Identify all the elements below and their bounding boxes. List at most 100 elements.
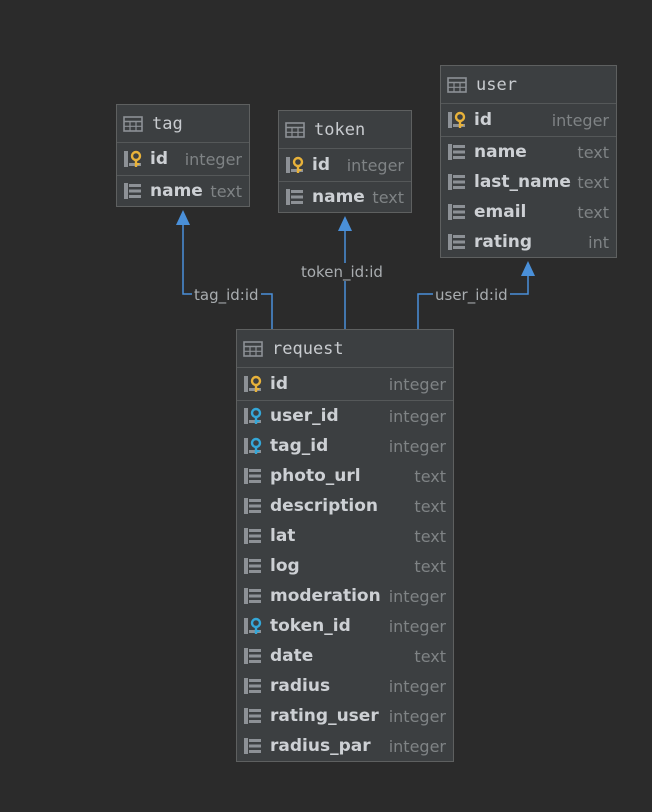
edge-label-user: user_id:id: [433, 286, 510, 304]
column-icon: [242, 526, 264, 546]
column-type: text: [414, 496, 446, 516]
arrowhead-tag: [176, 210, 190, 225]
table-title: request: [272, 338, 344, 359]
column-icon: [446, 232, 468, 252]
column-type: integer: [388, 406, 446, 426]
column-icon: [122, 181, 144, 201]
column-row-date[interactable]: date text: [237, 641, 453, 671]
column-icon: [242, 676, 264, 696]
column-icon: [446, 142, 468, 162]
table-title: user: [476, 74, 517, 95]
table-title: tag: [152, 113, 183, 134]
arrowhead-token: [338, 216, 352, 231]
column-row-last-name[interactable]: last_name text: [441, 167, 616, 197]
column-type: text: [210, 181, 242, 201]
column-name: last_name: [474, 172, 571, 192]
column-type: integer: [551, 110, 609, 130]
column-row-email[interactable]: email text: [441, 197, 616, 227]
column-icon: [242, 706, 264, 726]
table-icon: [284, 120, 306, 140]
column-name: log: [270, 556, 300, 576]
column-row-radius[interactable]: radius integer: [237, 671, 453, 701]
column-row-description[interactable]: description text: [237, 491, 453, 521]
column-type: text: [414, 646, 446, 666]
column-name: photo_url: [270, 466, 361, 486]
column-row-rating[interactable]: rating int: [441, 227, 616, 257]
column-icon: [242, 496, 264, 516]
column-name: tag_id: [270, 436, 329, 456]
column-row-name[interactable]: name text: [117, 176, 249, 206]
column-row-name[interactable]: name text: [441, 137, 616, 167]
column-type: integer: [388, 706, 446, 726]
table-icon: [242, 339, 264, 359]
column-name: token_id: [270, 616, 351, 636]
column-type: text: [577, 202, 609, 222]
column-type: text: [372, 187, 404, 207]
column-name: id: [270, 374, 288, 394]
column-icon: [284, 187, 306, 207]
column-row-tag-id[interactable]: tag_id integer: [237, 431, 453, 461]
column-row-token-id[interactable]: token_id integer: [237, 611, 453, 641]
column-type: integer: [388, 586, 446, 606]
column-type: integer: [388, 616, 446, 636]
column-name: name: [312, 187, 365, 207]
table-header[interactable]: request: [237, 330, 453, 368]
column-name: name: [474, 142, 527, 162]
column-name: user_id: [270, 406, 339, 426]
column-name: name: [150, 181, 203, 201]
table-header[interactable]: user: [441, 66, 616, 104]
column-type: integer: [388, 676, 446, 696]
table-icon: [122, 114, 144, 134]
table-title: token: [314, 119, 366, 140]
column-type: text: [577, 142, 609, 162]
column-name: date: [270, 646, 314, 666]
column-row-user-id[interactable]: user_id integer: [237, 401, 453, 431]
column-name: lat: [270, 526, 296, 546]
column-name: rating: [474, 232, 533, 252]
column-icon: [446, 202, 468, 222]
column-row-id[interactable]: id integer: [237, 368, 453, 401]
table-icon: [446, 75, 468, 95]
arrowhead-user: [521, 261, 535, 276]
column-name: id: [474, 110, 492, 130]
edge-request-tag[interactable]: [182, 225, 273, 329]
column-row-id[interactable]: id integer: [441, 104, 616, 137]
foreign-key-icon: [242, 436, 264, 456]
column-name: radius: [270, 676, 331, 696]
column-name: rating_user: [270, 706, 379, 726]
column-icon: [242, 736, 264, 756]
column-row-name[interactable]: name text: [279, 182, 411, 212]
column-type: integer: [388, 736, 446, 756]
primary-key-icon: [284, 155, 306, 175]
column-name: id: [150, 149, 168, 169]
column-type: integer: [388, 436, 446, 456]
column-icon: [242, 466, 264, 486]
edge-label-tag: tag_id:id: [192, 286, 261, 304]
column-row-log[interactable]: log text: [237, 551, 453, 581]
primary-key-icon: [446, 110, 468, 130]
table-header[interactable]: token: [279, 111, 411, 149]
column-name: email: [474, 202, 527, 222]
foreign-key-icon: [242, 616, 264, 636]
column-type: int: [588, 232, 609, 252]
table-header[interactable]: tag: [117, 105, 249, 143]
column-type: text: [414, 556, 446, 576]
primary-key-icon: [242, 374, 264, 394]
column-row-rating-user[interactable]: rating_user integer: [237, 701, 453, 731]
edge-label-token: token_id:id: [299, 263, 385, 281]
column-name: description: [270, 496, 379, 516]
column-name: id: [312, 155, 330, 175]
column-type: integer: [388, 374, 446, 394]
column-icon: [242, 586, 264, 606]
column-type: text: [577, 172, 609, 192]
